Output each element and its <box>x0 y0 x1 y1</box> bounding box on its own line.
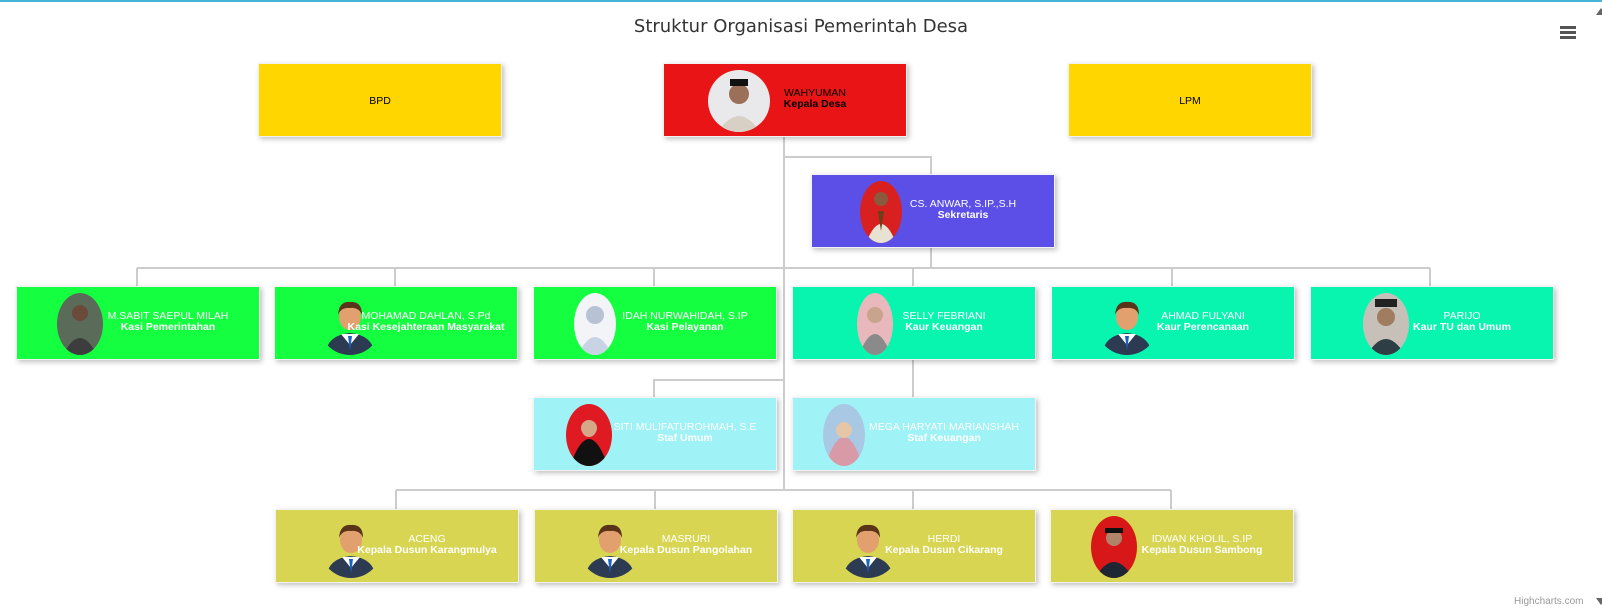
highcharts-credit-link[interactable]: Highcharts.com <box>1514 596 1584 607</box>
person-photo-icon <box>1363 293 1409 355</box>
person-photo-icon <box>823 404 865 466</box>
node-lpm[interactable]: LPM <box>1068 63 1312 137</box>
scroll-down-arrow-icon[interactable] <box>1596 598 1602 605</box>
avatar-icon <box>579 516 641 578</box>
node-name: MEGA HARYATI MARIANSHAH <box>869 421 1019 433</box>
node-role: Kasi Pemerintahan <box>120 321 216 333</box>
link-staf-umum <box>653 379 784 398</box>
node-bpd[interactable]: BPD <box>258 63 502 137</box>
person-photo-icon <box>574 293 616 355</box>
person-photo-icon <box>860 181 902 243</box>
node-name: IDAH NURWAHIDAH, S.IP <box>622 310 748 322</box>
node-name: CS. ANWAR, S.IP.,S.H <box>909 198 1017 210</box>
node-role: Staf Umum <box>657 432 713 444</box>
person-photo-icon <box>57 293 103 355</box>
node-role: Kaur TU dan Umum <box>1412 321 1511 333</box>
node-name: HERDI <box>927 533 961 545</box>
node-name: MOHAMAD DAHLAN, S.Pd <box>361 310 491 322</box>
node-name: BPD <box>369 95 391 107</box>
node-role: Kepala Dusun Sambong <box>1141 544 1263 556</box>
chart-title: Struktur Organisasi Pemerintah Desa <box>633 16 969 37</box>
node-role: Kepala Dusun Pangolahan <box>619 544 753 556</box>
node-role: Sekretaris <box>937 209 989 221</box>
links-kadus <box>395 490 1172 510</box>
person-photo-icon <box>1091 516 1137 578</box>
node-name: MASRURI <box>661 533 711 545</box>
node-role: Kaur Perencanaan <box>1156 321 1250 333</box>
node-role: Kasi Kesejahteraan Masyarakat <box>347 321 505 333</box>
person-photo-icon <box>566 404 612 466</box>
node-role: Staf Keuangan <box>907 432 981 444</box>
scroll-up-arrow-icon[interactable] <box>1596 8 1602 15</box>
links-kasi <box>136 268 655 287</box>
node-name: WAHYUMAN <box>783 87 847 99</box>
avatar-icon <box>319 293 381 355</box>
node-name: ACENG <box>408 533 446 545</box>
node-name: SELLY FEBRIANI <box>902 310 986 322</box>
link-sekdes <box>784 156 932 176</box>
node-name: IDWAN KHOLIL, S.IP <box>1151 533 1253 545</box>
node-name: PARIJO <box>1443 310 1481 322</box>
avatar-icon <box>1096 293 1158 355</box>
node-name: M.SABIT SAEPUL MILAH <box>107 310 229 322</box>
hamburger-menu-icon[interactable] <box>1558 24 1578 40</box>
avatar-icon <box>837 516 899 578</box>
node-role: Kepala Dusun Karangmulya <box>357 544 497 556</box>
node-role: Kepala Desa <box>783 98 847 110</box>
top-border <box>0 0 1602 2</box>
links-kaur <box>912 268 1431 287</box>
node-role: Kepala Dusun Cikarang <box>885 544 1003 556</box>
avatar-icon <box>320 516 382 578</box>
node-role: Kasi Pelayanan <box>646 321 724 333</box>
node-name: SITI MULIFATUROHMAH, S.E <box>613 421 757 433</box>
person-photo-icon <box>857 293 893 355</box>
person-photo-icon <box>708 70 770 132</box>
node-name: AHMAD FULYANI <box>1161 310 1245 322</box>
node-role: Kaur Keuangan <box>905 321 983 333</box>
node-name: LPM <box>1179 95 1201 107</box>
